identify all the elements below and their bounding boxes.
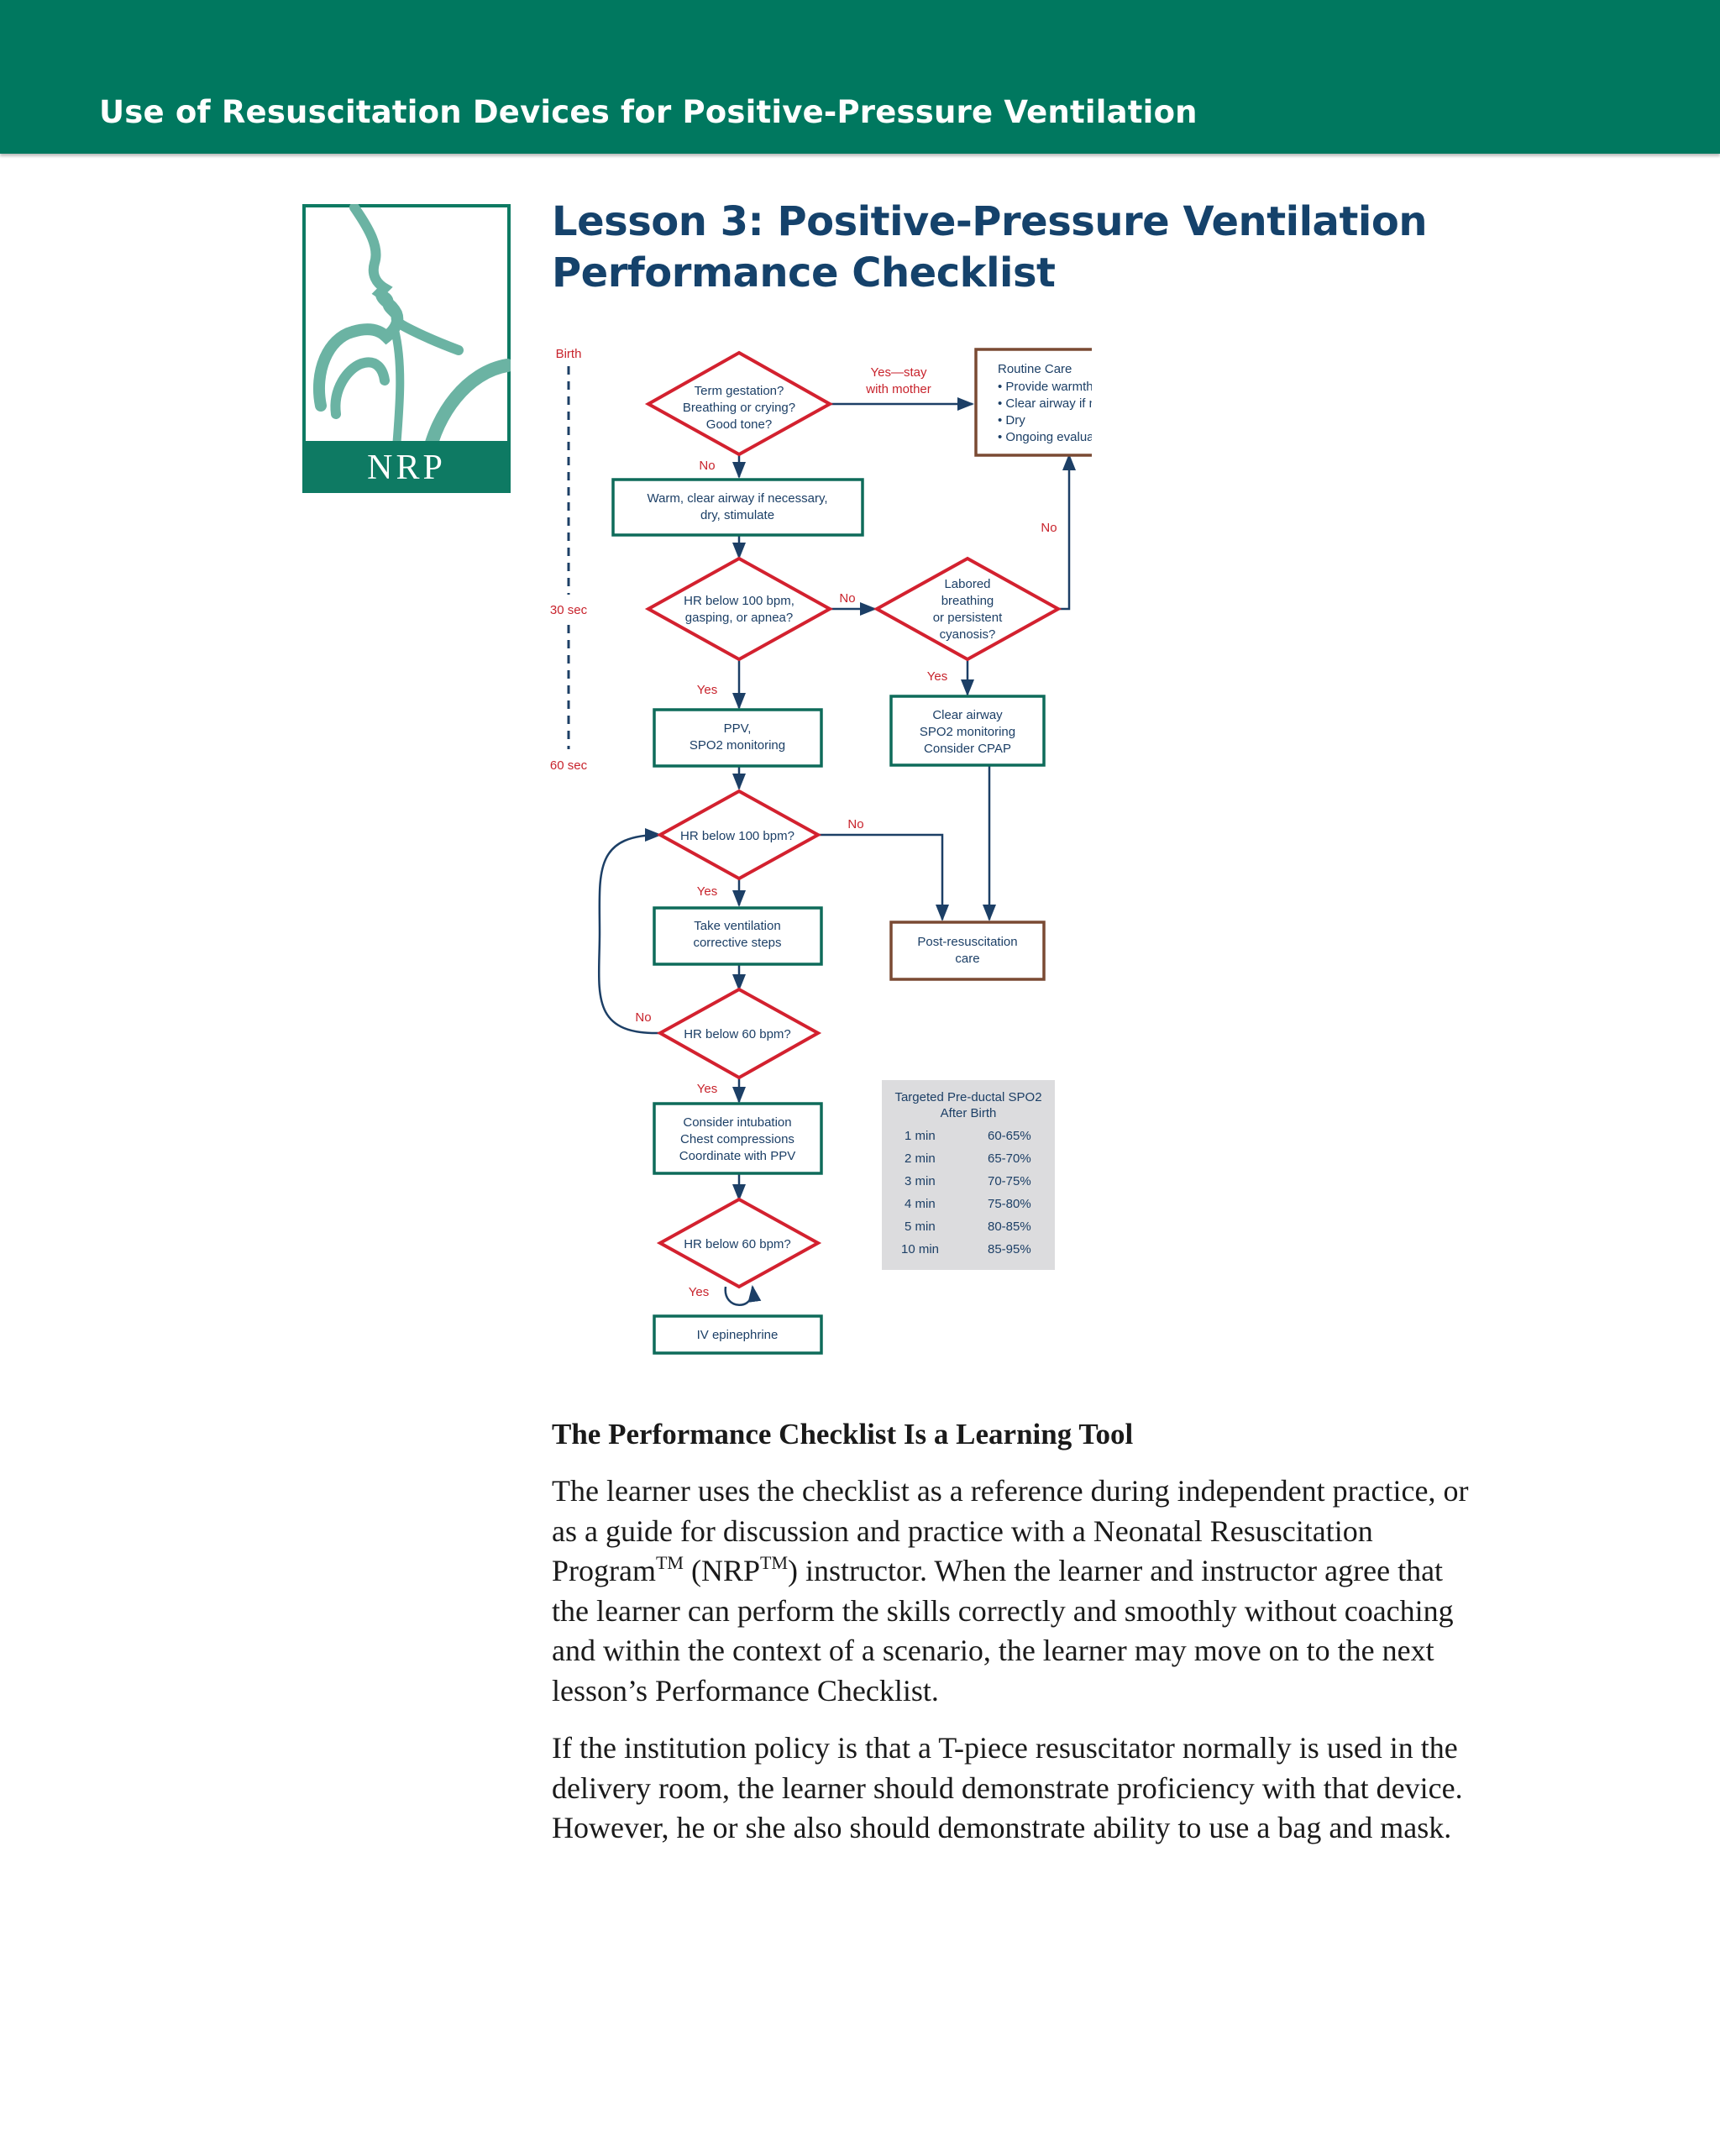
edge-label: No	[847, 817, 863, 831]
timeline-birth: Birth	[556, 347, 582, 361]
box-ppv	[653, 708, 823, 768]
spo2-row-time: 10 min	[901, 1242, 939, 1256]
diamond-hr-below-100	[656, 789, 822, 881]
lesson-title-line-1: Lesson 3: Positive-Pressure Ventilation	[552, 198, 1427, 245]
section-heading: The Performance Checklist Is a Learning …	[552, 1418, 1134, 1450]
spo2-row-time: 1 min	[905, 1129, 936, 1143]
trademark: TM	[760, 1552, 789, 1573]
node-text: Post-resuscitation	[917, 935, 1017, 949]
node-text: SPO2 monitoring	[690, 738, 785, 753]
para1-part-b: (NRP	[683, 1554, 761, 1587]
spo2-table-subtitle: After Birth	[941, 1106, 997, 1120]
spo2-row-time: 4 min	[905, 1197, 936, 1211]
node-text: IV epinephrine	[697, 1328, 779, 1342]
lesson-title-line-2: Performance Checklist	[552, 249, 1056, 296]
node-text: Good tone?	[706, 417, 772, 432]
node-text: Labored	[944, 577, 990, 591]
node-text: gasping, or apnea?	[685, 611, 793, 625]
diamond-labored-breathing	[873, 556, 1062, 662]
diamond-hr-below-100-gasping	[644, 556, 834, 662]
logo-text: NRP	[367, 449, 446, 487]
spo2-row-time: 3 min	[905, 1174, 936, 1188]
body-paragraph-1: The learner uses the checklist as a refe…	[552, 1471, 1476, 1711]
edge-label: No	[699, 459, 715, 473]
node-text: • Provide warmth	[998, 380, 1092, 394]
node-text: Routine Care	[998, 362, 1072, 376]
timeline-60-sec: 60 sec	[550, 758, 588, 773]
diamond-hr-below-60-a	[656, 987, 822, 1080]
node-text: Clear airway	[932, 708, 1003, 722]
edge-label: Yes—stay	[871, 365, 927, 380]
node-text: • Clear airway if necessary	[998, 396, 1092, 411]
node-text: • Ongoing evaluation	[998, 430, 1092, 444]
node-text: SPO2 monitoring	[920, 725, 1015, 739]
node-text: corrective steps	[693, 936, 781, 950]
node-text: care	[955, 952, 979, 966]
node-text: Consider intubation	[683, 1115, 791, 1130]
para1-part-a: The learner uses the checklist as a refe…	[552, 1474, 1469, 1587]
node-labels: Term gestation? Breathing or crying? Goo…	[647, 362, 1092, 1342]
flowchart-connectors	[597, 397, 1076, 1306]
spo2-row-value: 75-80%	[988, 1197, 1031, 1211]
spo2-table: Targeted Pre-ductal SPO2 After Birth 1 m…	[894, 1090, 1041, 1256]
node-text: Chest compressions	[680, 1132, 794, 1146]
header-band	[0, 0, 1720, 154]
diamond-hr-below-60-b	[656, 1197, 822, 1289]
node-text: Take ventilation	[694, 919, 780, 933]
box-routine-care	[974, 348, 1092, 457]
edge-label: Yes	[689, 1285, 709, 1299]
edge-label: Yes	[927, 669, 947, 684]
node-text: HR below 60 bpm?	[684, 1237, 791, 1251]
edge-label: Yes	[697, 884, 717, 899]
box-intubation	[653, 1102, 823, 1175]
lesson-title: Lesson 3: Positive-Pressure Ventilation …	[552, 197, 1427, 299]
timeline: Birth 30 sec 60 sec	[550, 347, 588, 773]
box-epinephrine	[653, 1314, 823, 1355]
node-text: breathing	[941, 594, 994, 608]
node-text: HR below 60 bpm?	[684, 1027, 791, 1041]
spo2-row-value: 60-65%	[988, 1129, 1031, 1143]
timeline-30-sec: 30 sec	[550, 603, 588, 617]
box-clear-airway	[889, 695, 1046, 767]
node-text: cyanosis?	[940, 627, 996, 642]
node-text: Coordinate with PPV	[679, 1149, 795, 1163]
edge-label: No	[1041, 521, 1057, 535]
node-text: HR below 100 bpm,	[684, 594, 794, 608]
spo2-row-time: 2 min	[905, 1151, 936, 1166]
edge-label: Yes	[697, 683, 717, 697]
edge-label: with mother	[865, 382, 931, 396]
spo2-row-time: 5 min	[905, 1220, 936, 1234]
node-text: or persistent	[933, 611, 1003, 625]
decision-diamonds	[644, 350, 1062, 1289]
para1-part-c: ) instructor. When the learner and instr…	[552, 1554, 1454, 1707]
box-warm-dry-stimulate	[611, 478, 864, 537]
edge-labels: Yes—stay with mother No No No Yes Yes No…	[635, 365, 1057, 1299]
spo2-row-value: 65-70%	[988, 1151, 1031, 1166]
box-post-resuscitation	[889, 921, 1046, 981]
trademark: TM	[655, 1552, 684, 1573]
node-text: Breathing or crying?	[683, 401, 795, 415]
box-ventilation-steps	[653, 906, 823, 966]
edge-label: No	[635, 1010, 651, 1025]
body-paragraph-2: If the institution policy is that a T-pi…	[552, 1731, 1463, 1844]
spo2-row-value: 70-75%	[988, 1174, 1031, 1188]
edge-label: No	[839, 591, 855, 606]
node-text: HR below 100 bpm?	[680, 829, 794, 843]
node-text: Term gestation?	[695, 384, 784, 398]
node-text: dry, stimulate	[700, 508, 774, 522]
edge-label: Yes	[697, 1082, 717, 1096]
action-boxes	[611, 348, 1092, 1355]
node-text: • Dry	[998, 413, 1025, 428]
spo2-table-title: Targeted Pre-ductal SPO2	[894, 1090, 1041, 1104]
node-text: Consider CPAP	[924, 742, 1011, 756]
nrp-logo: NRP	[302, 204, 511, 493]
diamond-term-gestation	[644, 350, 834, 457]
spo2-row-value: 85-95%	[988, 1242, 1031, 1256]
node-text: PPV,	[724, 721, 752, 736]
spo2-table-panel	[882, 1080, 1055, 1270]
running-header-title: Use of Resuscitation Devices for Positiv…	[99, 94, 1198, 130]
node-text: Warm, clear airway if necessary,	[647, 491, 827, 506]
nrp-algorithm-flowchart: Birth 30 sec 60 sec	[550, 347, 1092, 1355]
spo2-row-value: 80-85%	[988, 1220, 1031, 1234]
